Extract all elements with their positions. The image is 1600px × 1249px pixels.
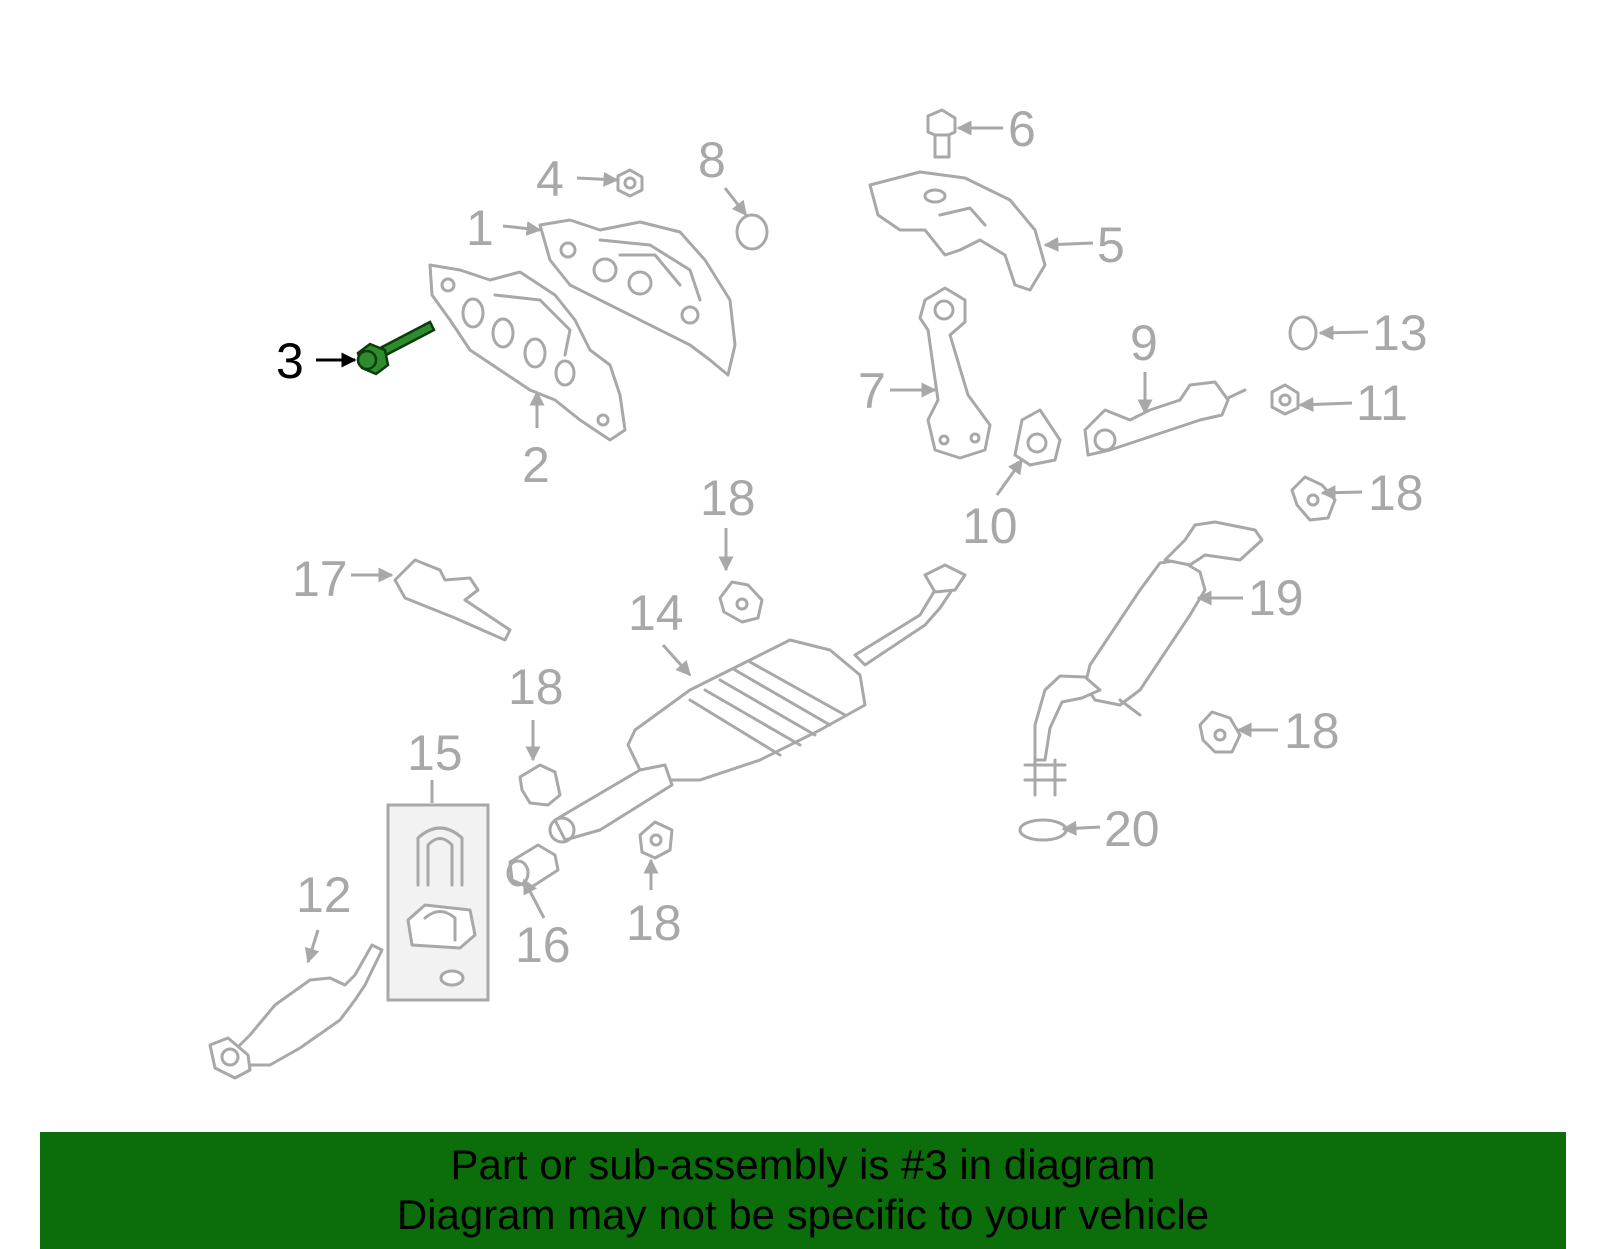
part-16-sleeve[interactable] [506,843,560,890]
callout-13: 13 [1372,305,1428,361]
callout-5: 5 [1097,217,1125,273]
part-3-bolt[interactable] [356,320,436,376]
callout-6: 6 [1008,101,1036,157]
callout-15: 15 [407,725,463,781]
part-6-bolt[interactable] [926,108,957,159]
callout-labels: 1 2 3 4 5 6 7 8 9 10 11 12 13 14 15 16 1… [276,101,1428,973]
part-20-ring[interactable] [1018,818,1068,842]
part-13-ring[interactable] [1288,315,1318,351]
callout-18b: 18 [508,659,564,715]
part-5-heat-shield[interactable] [868,170,1047,292]
leader-lines [304,120,1369,964]
callout-11: 11 [1356,375,1408,431]
banner-line-1: Part or sub-assembly is #3 in diagram [450,1141,1156,1188]
callout-9: 9 [1130,315,1158,371]
callout-18d: 18 [1368,465,1424,521]
callout-1: 1 [466,200,494,256]
part-18-hanger-b[interactable] [518,763,562,807]
part-2-gasket[interactable] [428,263,627,442]
part-10-gasket[interactable] [1013,408,1062,467]
callout-19: 19 [1248,570,1304,626]
callout-12: 12 [296,867,352,923]
part-1-heat-shield[interactable] [538,218,737,377]
part-9-pipe[interactable] [1083,380,1247,457]
part-15-clamp-kit[interactable] [386,803,490,1002]
part-11-nut[interactable] [1270,383,1300,416]
callout-3: 3 [276,333,304,389]
callout-8: 8 [698,132,726,188]
part-12-converter[interactable] [208,943,384,1080]
part-14-muffler[interactable] [548,563,967,844]
callout-18e: 18 [1284,703,1340,759]
part-18-hanger-d[interactable] [1290,475,1337,522]
callout-20: 20 [1104,801,1160,857]
part-4-nut[interactable] [616,168,644,198]
part-18-hanger-e[interactable] [1198,710,1242,754]
callout-4: 4 [536,151,564,207]
banner-line-2: Diagram may not be specific to your vehi… [396,1191,1210,1238]
callout-14: 14 [628,585,684,641]
callout-10: 10 [962,498,1018,554]
part-7-front-pipe[interactable] [918,286,992,460]
callout-17: 17 [292,551,348,607]
info-banner: Part or sub-assembly is #3 in diagram Di… [40,1132,1566,1249]
callout-18c: 18 [626,895,682,951]
part-18-hanger-a[interactable] [718,580,764,624]
callout-2: 2 [522,437,550,493]
callout-18a: 18 [700,470,756,526]
part-19-rear-muffler[interactable] [1023,520,1264,797]
callout-7: 7 [858,363,886,419]
callout-16: 16 [515,917,571,973]
part-8-ring[interactable] [735,213,769,251]
part-18-hanger-c[interactable] [638,820,674,860]
part-17-bracket[interactable] [393,558,512,642]
